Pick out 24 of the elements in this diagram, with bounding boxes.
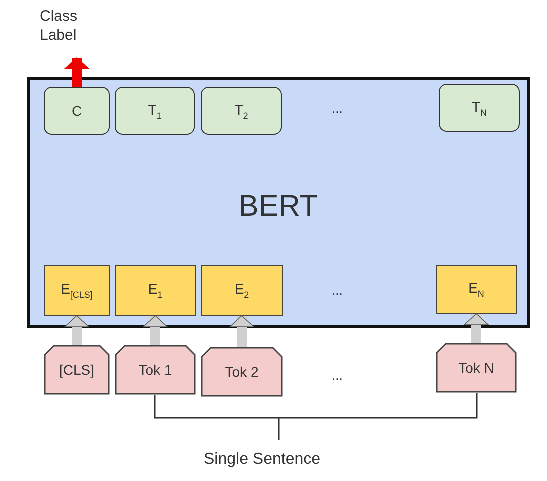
token-box: [CLS] <box>44 345 110 395</box>
token-box: Tok 1 <box>115 345 196 395</box>
ellipsis: ... <box>332 283 343 298</box>
block-arrow <box>230 316 254 347</box>
embedding-box: E$_{N}$ <box>436 265 517 314</box>
output-box: T$_{N}$ <box>439 84 520 132</box>
block-arrow <box>143 316 168 345</box>
embedding-box: E$_{[CLS]}$ <box>44 265 110 316</box>
embedding-box: E$_{2}$ <box>201 265 283 316</box>
embedding-box: E$_{1}$ <box>115 265 196 316</box>
sentence-label: Single Sentence <box>204 451 321 469</box>
ellipsis: ... <box>332 101 343 116</box>
model-box <box>27 77 530 328</box>
ellipsis: ... <box>332 368 343 383</box>
model-name: BERT <box>238 190 320 224</box>
token-box: Tok 2 <box>201 347 283 397</box>
block-arrow <box>464 314 489 343</box>
block-arrow <box>64 316 90 345</box>
block-arrow <box>64 58 90 87</box>
output-box: T$_{1}$ <box>115 87 195 135</box>
output-box: T$_{2}$ <box>201 87 282 135</box>
output-box: C <box>44 87 110 135</box>
class-label-text: Class Label <box>40 8 106 58</box>
token-box: Tok N <box>436 343 517 393</box>
